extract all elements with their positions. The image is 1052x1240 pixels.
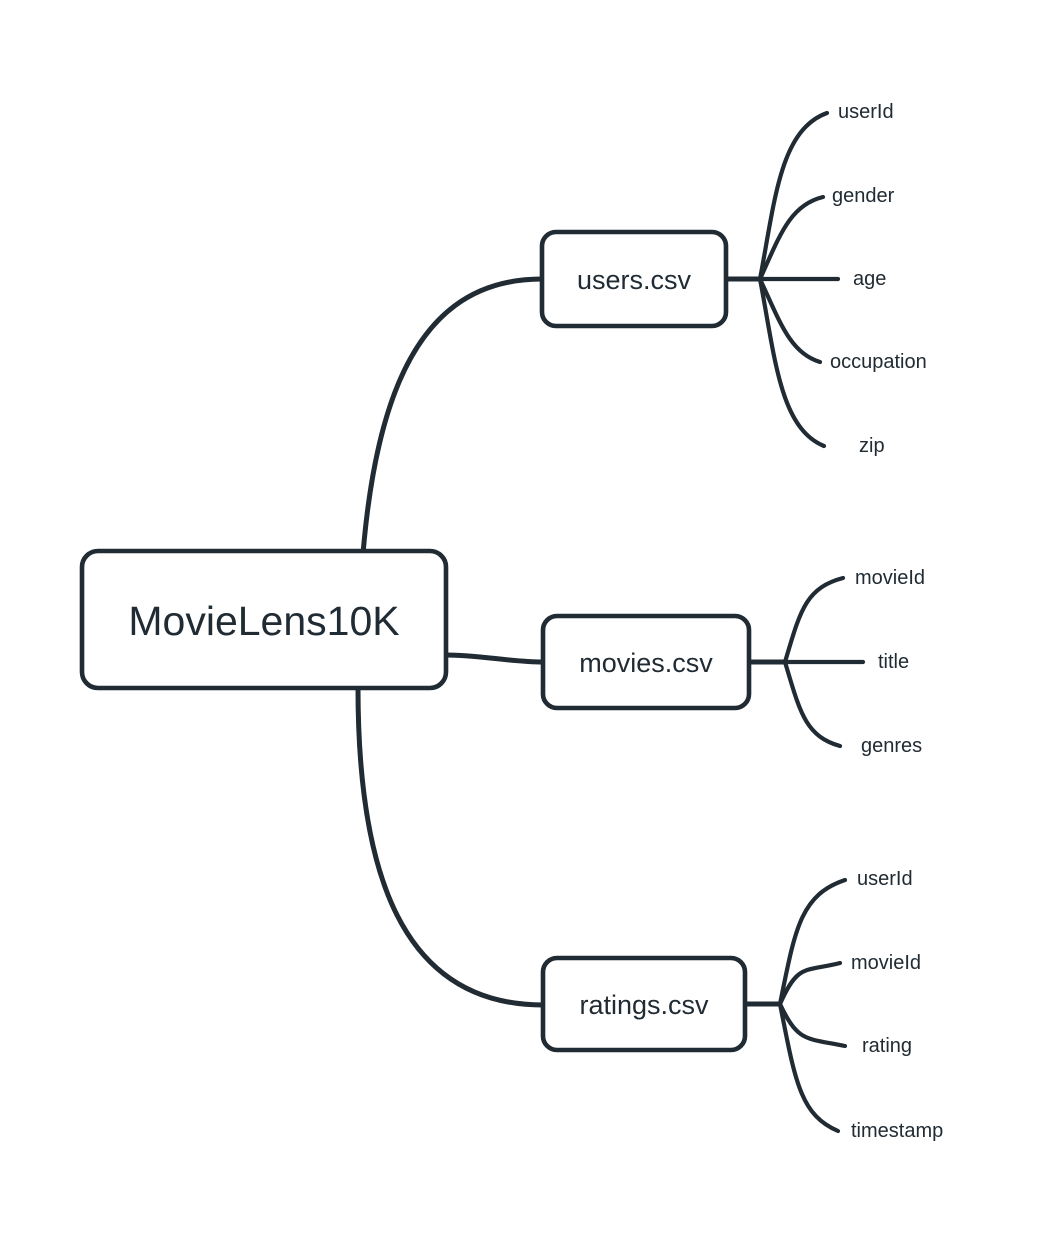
leaf-ratings-movieid: movieId — [851, 952, 921, 974]
leaf-ratings-userid: userId — [857, 868, 913, 890]
edge-ratings-to-rating — [777, 1001, 848, 1049]
node-movies-csv[interactable] — [540, 613, 752, 711]
node-ratings-csv[interactable] — [540, 955, 748, 1053]
edge-ratings-to-userid — [777, 877, 848, 1007]
leaf-users-zip: zip — [859, 435, 885, 457]
leaf-users-occupation: occupation — [830, 351, 927, 373]
edge-root-to-ratings — [355, 685, 546, 1008]
leaf-movies-title: title — [878, 651, 909, 673]
leaf-ratings-rating: rating — [862, 1035, 912, 1057]
leaf-users-age: age — [853, 268, 886, 290]
node-movies-csv-label: movies.csv — [579, 648, 713, 678]
edge-root-to-movies — [443, 652, 546, 665]
edge-movies-to-movieid — [782, 575, 846, 665]
node-root-movielens10k[interactable] — [79, 548, 449, 691]
edge-ratings-to-movieid — [777, 960, 843, 1007]
edge-movies-to-genres — [782, 659, 843, 749]
node-users-csv-label: users.csv — [577, 265, 692, 295]
edge-users-to-zip — [757, 276, 827, 449]
edge-users-to-gender — [757, 194, 826, 282]
leaf-movies-movieid: movieId — [855, 567, 925, 589]
leaf-users-gender: gender — [832, 185, 895, 207]
edge-ratings-to-timestamp — [777, 1001, 841, 1134]
node-ratings-csv-label: ratings.csv — [579, 990, 709, 1020]
leaf-users-userid: userId — [838, 101, 894, 123]
edge-users-to-userid — [757, 110, 830, 282]
leaf-movies-genres: genres — [861, 735, 922, 757]
leaf-ratings-timestamp: timestamp — [851, 1120, 943, 1142]
edge-users-to-occupation — [757, 276, 823, 365]
node-users-csv[interactable] — [539, 229, 729, 329]
node-root-movielens10k-label: MovieLens10K — [128, 598, 399, 644]
